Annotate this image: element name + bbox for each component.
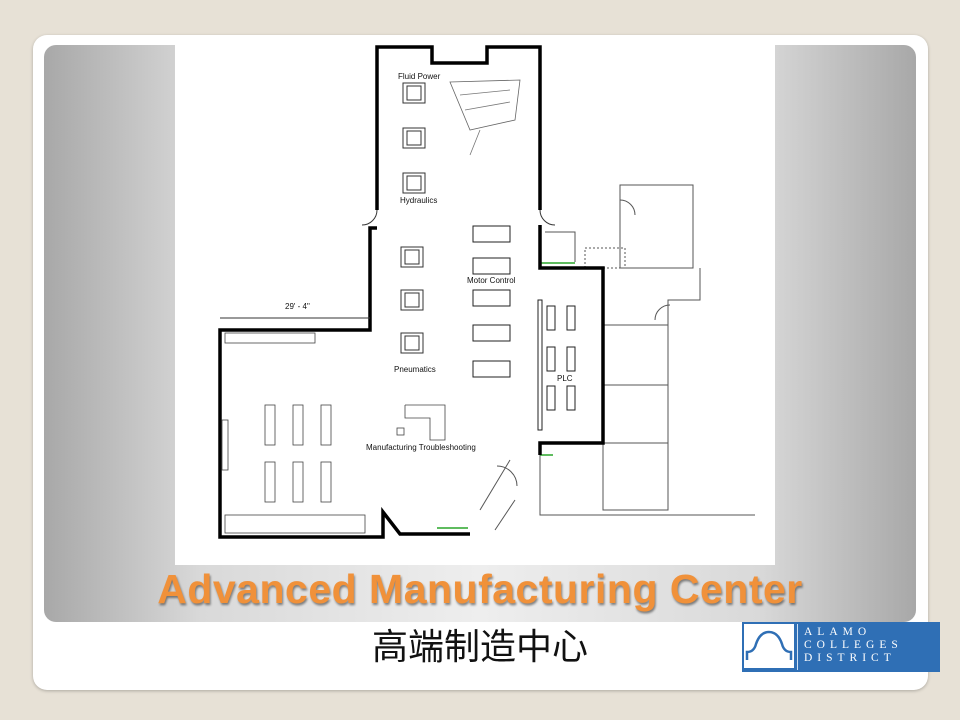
label-hydraulics: Hydraulics xyxy=(400,196,437,205)
logo-divider xyxy=(797,624,798,670)
workstations xyxy=(400,82,426,354)
green-markings xyxy=(437,262,575,529)
logo-line-2: COLLEGES xyxy=(804,639,903,651)
motor-control-benches xyxy=(472,225,511,378)
label-pneumatics: Pneumatics xyxy=(394,365,436,374)
logo-line-1: ALAMO xyxy=(804,626,872,638)
label-fluid-power: Fluid Power xyxy=(398,72,441,81)
logo-line-3: DISTRICT xyxy=(804,652,896,664)
classroom-desks xyxy=(221,79,521,534)
alamo-colleges-logo: ALAMO COLLEGES DISTRICT xyxy=(742,622,940,672)
slide-title: Advanced Manufacturing Center xyxy=(157,566,803,612)
slide-subtitle: 高端制造中心 xyxy=(371,627,588,668)
label-manufacturing-troubleshooting: Manufacturing Troubleshooting xyxy=(366,443,476,452)
label-dimension: 29' - 4" xyxy=(285,302,310,311)
adjacent-rooms xyxy=(479,184,755,531)
doors xyxy=(220,209,556,319)
label-plc: PLC xyxy=(557,374,573,383)
mission-arch-icon xyxy=(744,624,794,668)
label-motor-control: Motor Control xyxy=(467,276,516,285)
plc-benches xyxy=(537,299,576,431)
main-walls xyxy=(218,45,605,539)
